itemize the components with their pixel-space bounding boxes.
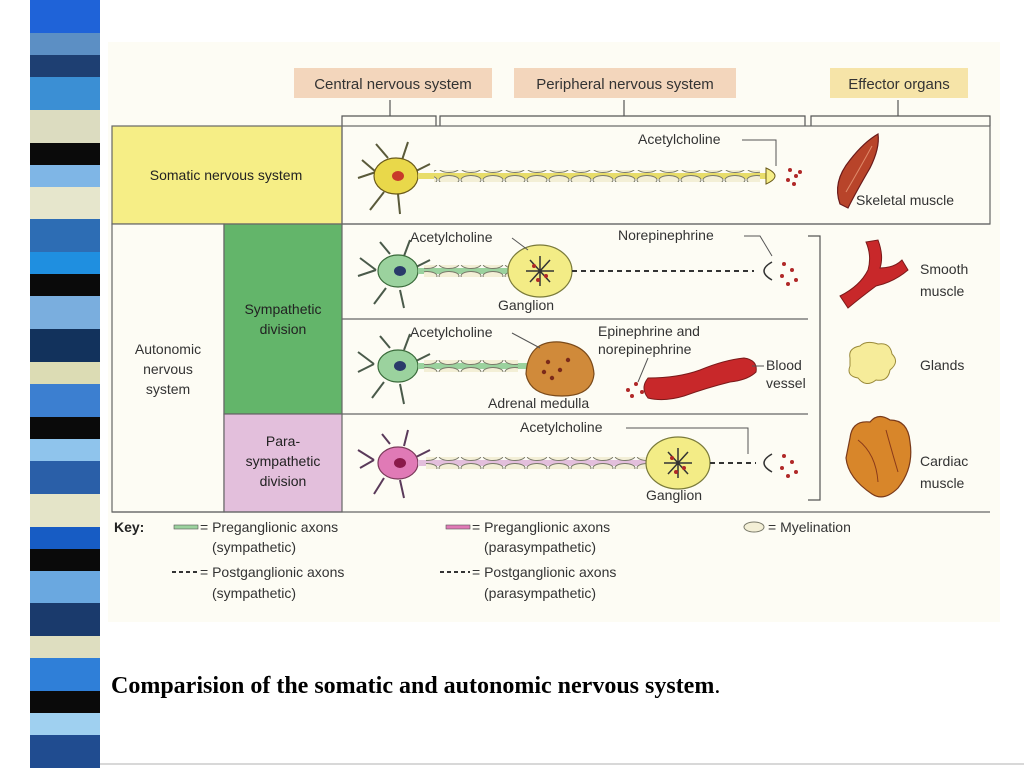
autonomic-label-1: Autonomic bbox=[135, 341, 201, 357]
stripe-segment bbox=[30, 570, 100, 604]
somatic-label: Somatic nervous system bbox=[150, 167, 303, 183]
sympathetic-row-box bbox=[223, 223, 343, 415]
smooth-muscle-label-1: Smooth bbox=[920, 261, 968, 277]
caption-text: Comparision of the somatic and autonomic… bbox=[111, 673, 715, 699]
stripe-segment bbox=[30, 636, 100, 659]
key-post-symp-2: (sympathetic) bbox=[212, 585, 296, 601]
stripe-segment bbox=[30, 526, 100, 549]
stripe-segment bbox=[30, 274, 100, 297]
parasympathetic-label-2: sympathetic bbox=[246, 453, 321, 469]
cardiac-muscle-icon bbox=[845, 415, 912, 498]
key-post-para-2: (parasympathetic) bbox=[484, 585, 596, 601]
blood-vessel-label-1: Blood bbox=[766, 357, 802, 373]
cardiac-muscle-label-1: Cardiac bbox=[920, 453, 968, 469]
effector-organs: Skeletal muscle Smooth muscle Glands Car… bbox=[837, 133, 968, 498]
acetylcholine-symp2-label: Acetylcholine bbox=[410, 324, 493, 340]
key-pre-symp-2: (sympathetic) bbox=[212, 539, 296, 555]
stripe-segment bbox=[30, 219, 100, 253]
blood-vessel-label-2: vessel bbox=[766, 375, 806, 391]
blood-vessel bbox=[643, 357, 757, 401]
autonomic-row-box bbox=[111, 223, 225, 513]
cns-header-box bbox=[294, 68, 492, 98]
nervous-system-diagram: Central nervous system Peripheral nervou… bbox=[108, 42, 1000, 622]
stripe-segment bbox=[30, 493, 100, 527]
decorative-stripe bbox=[30, 0, 100, 768]
stripe-segment bbox=[30, 460, 100, 494]
stripe-segment bbox=[30, 384, 100, 417]
epi-norepi-label-2: norepinephrine bbox=[598, 341, 692, 357]
stripe-segment bbox=[30, 438, 100, 461]
key-title: Key: bbox=[114, 519, 144, 535]
stripe-segment bbox=[30, 548, 100, 571]
key-pre-para-1: = Preganglionic axons bbox=[472, 519, 610, 535]
sympathetic-pathway-1: Acetylcholine Norepinephrine Ganglion bbox=[357, 227, 798, 313]
stripe-segment bbox=[30, 142, 100, 165]
key-post-para-1: = Postganglionic axons bbox=[472, 564, 616, 580]
caption-period: . bbox=[714, 673, 721, 699]
somatic-neuron bbox=[357, 141, 431, 215]
stripe-segment bbox=[30, 329, 100, 363]
stripe-segment bbox=[30, 109, 100, 143]
pns-header-box bbox=[514, 68, 736, 98]
stripe-segment bbox=[30, 416, 100, 439]
stripe-segment bbox=[30, 603, 100, 637]
stripe-segment bbox=[30, 0, 100, 33]
stripe-segment bbox=[30, 362, 100, 385]
header-brackets bbox=[341, 100, 991, 126]
ganglion-symp-label: Ganglion bbox=[498, 297, 554, 313]
stripe-segment bbox=[30, 691, 100, 714]
parasympathetic-row-box bbox=[223, 413, 343, 513]
sympathetic-label-2: division bbox=[260, 321, 307, 337]
key-pre-symp-1: = Preganglionic axons bbox=[200, 519, 338, 535]
slide-caption: Comparision of the somatic and autonomic… bbox=[111, 673, 720, 700]
glands-label: Glands bbox=[920, 357, 964, 373]
acetylcholine-symp1-label: Acetylcholine bbox=[410, 229, 493, 245]
parasympathetic-label-3: division bbox=[260, 473, 307, 489]
key-pre-para-2: (parasympathetic) bbox=[484, 539, 596, 555]
sympathetic-pathway-2: Acetylcholine Epinephrine and norepineph… bbox=[357, 323, 806, 411]
stripe-segment bbox=[30, 713, 100, 736]
smooth-muscle-icon bbox=[839, 239, 909, 309]
parasympathetic-label-1: Para- bbox=[266, 433, 301, 449]
stripe-segment bbox=[30, 54, 100, 77]
legend-key: Key: = Preganglionic axons (sympathetic)… bbox=[114, 519, 851, 601]
sympathetic-neuron-1 bbox=[357, 239, 431, 309]
stripe-segment bbox=[30, 186, 100, 220]
stripe-segment bbox=[30, 32, 100, 55]
adrenal-medulla-label: Adrenal medulla bbox=[488, 395, 589, 411]
ganglion-para-label: Ganglion bbox=[646, 487, 702, 503]
key-myelination: = Myelination bbox=[768, 519, 851, 535]
key-post-symp-1: = Postganglionic axons bbox=[200, 564, 344, 580]
effector-header: Effector organs bbox=[848, 76, 949, 93]
glands-icon bbox=[848, 341, 896, 384]
stripe-segment bbox=[30, 296, 100, 330]
stripe-segment bbox=[30, 164, 100, 187]
pns-header: Peripheral nervous system bbox=[536, 76, 714, 93]
stripe-segment bbox=[30, 735, 100, 768]
norepinephrine-label: Norepinephrine bbox=[618, 227, 714, 243]
epi-norepi-label-1: Epinephrine and bbox=[598, 323, 700, 339]
autonomic-label-2: nervous bbox=[143, 361, 193, 377]
table-frame bbox=[111, 125, 991, 513]
autonomic-label-3: system bbox=[146, 381, 190, 397]
cardiac-muscle-label-2: muscle bbox=[920, 475, 965, 491]
effector-header-box bbox=[830, 68, 968, 98]
acetylcholine-para-label: Acetylcholine bbox=[520, 419, 603, 435]
stripe-segment bbox=[30, 252, 100, 275]
smooth-muscle-label-2: muscle bbox=[920, 283, 965, 299]
diagram-svg: Central nervous system Peripheral nervou… bbox=[111, 68, 991, 601]
sympathetic-label-1: Sympathetic bbox=[244, 301, 321, 317]
bottom-rule bbox=[100, 763, 1024, 765]
parasympathetic-pathway: Acetylcholine Ganglion bbox=[357, 419, 798, 503]
acetylcholine-somatic-label: Acetylcholine bbox=[638, 131, 721, 147]
stripe-segment bbox=[30, 76, 100, 110]
stripe-segment bbox=[30, 658, 100, 692]
somatic-pathway: Acetylcholine bbox=[357, 131, 802, 215]
cns-header: Central nervous system bbox=[314, 76, 472, 93]
skeletal-muscle-label: Skeletal muscle bbox=[856, 192, 954, 208]
